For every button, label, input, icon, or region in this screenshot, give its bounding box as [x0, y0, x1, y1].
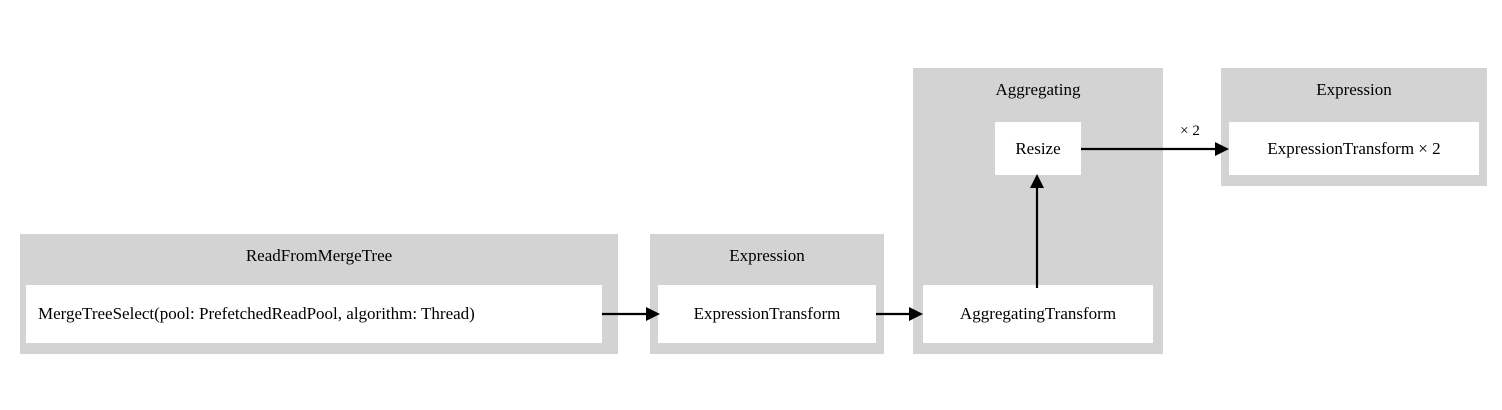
node-expression-transform[interactable]: ExpressionTransform	[658, 285, 876, 343]
edge-merge-tree-select-to-expression-transform	[602, 296, 662, 332]
cluster-title-expression-1: Expression	[729, 246, 805, 265]
node-resize[interactable]: Resize	[995, 122, 1081, 175]
node-aggregating-transform[interactable]: AggregatingTransform	[923, 285, 1153, 343]
edge-label-resize-to-expression-transform-x2: × 2	[1180, 123, 1200, 139]
cluster-title-read-from-merge-tree: ReadFromMergeTree	[245, 246, 393, 265]
edge-expression-transform-to-aggregating-transform	[876, 296, 928, 332]
node-merge-tree-select[interactable]: MergeTreeSelect(pool: PrefetchedReadPool…	[26, 285, 602, 343]
cluster-title-aggregating: Aggregating	[995, 80, 1081, 99]
edge-resize-to-expression-transform-x2	[1081, 131, 1233, 167]
node-expression-transform-x2[interactable]: ExpressionTransform × 2	[1229, 122, 1479, 175]
cluster-title-expression-2: Expression	[1316, 80, 1392, 99]
edge-aggregating-transform-to-resize	[1019, 170, 1055, 290]
